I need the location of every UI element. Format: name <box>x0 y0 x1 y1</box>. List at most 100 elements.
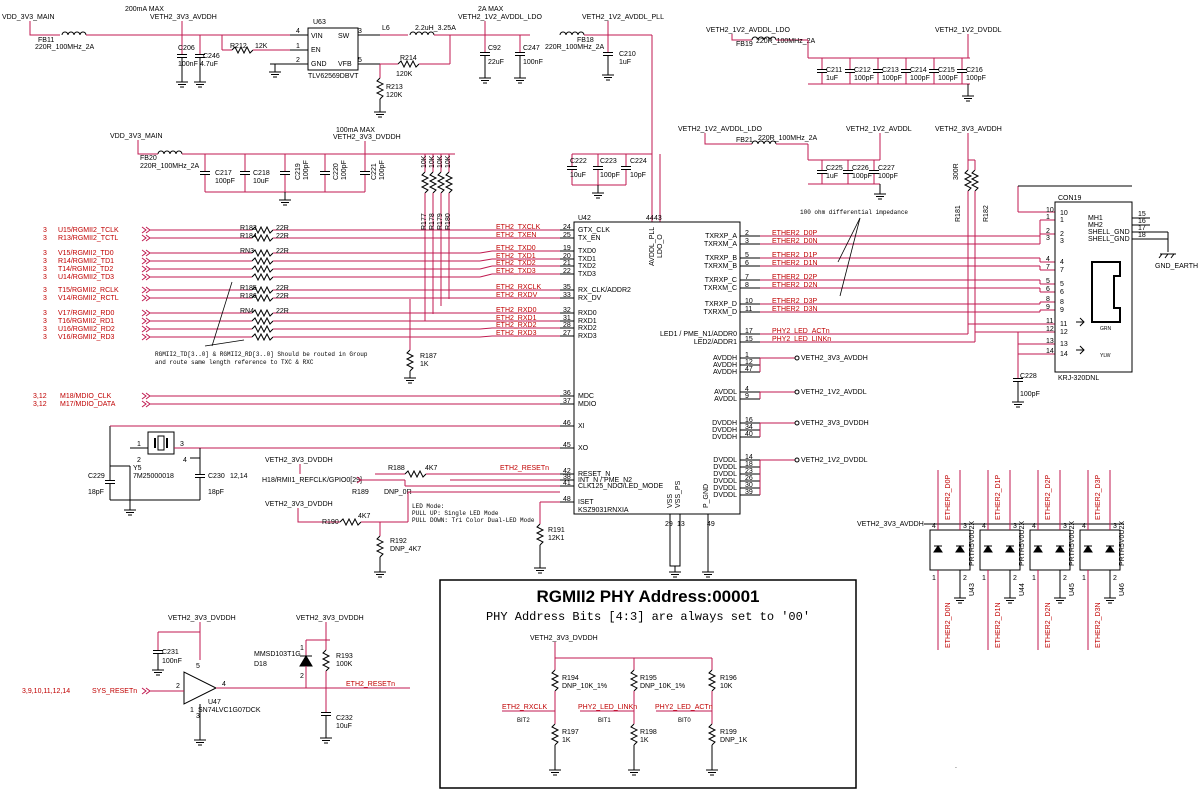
vdd-main-label-1: VDD_3V3_MAIN <box>2 14 55 21</box>
u42-left-pin-37: MDIO <box>578 401 597 408</box>
rgmii-net-8: ETH2_RXD0 <box>496 307 537 314</box>
con-p16: 16 <box>1138 218 1146 225</box>
u42-left-pin-46: XI <box>578 423 585 430</box>
u42-right-pinnum-8: 8 <box>745 282 749 289</box>
u42-pwr-pinnum-9: 9 <box>745 393 749 400</box>
rgmii-input-11: V16/RGMII2_RD3 <box>58 334 115 341</box>
rgmii-input-sheet: 3 <box>43 227 47 234</box>
c215-value: 100pF <box>938 75 958 82</box>
dvddh-net-strap-a: VETH2_3V3_DVDDH <box>265 457 333 464</box>
c213-ref: C213 <box>882 67 899 74</box>
con19-pinnum-5: 5 <box>1046 278 1050 285</box>
fb19-value: 220R_100MHz_2A <box>756 38 815 45</box>
fb21-value: 220R_100MHz_2A <box>758 135 817 142</box>
dvddh-net-strap-b: VETH2_3V3_DVDDH <box>265 501 333 508</box>
con19-pinnum-14: 14 <box>1046 348 1054 355</box>
u42-left-pinnum-42: 42 <box>563 468 571 475</box>
u42-left-pinnum-45: 45 <box>563 442 571 449</box>
u42-pin-avddl-pll: AVDDL_PLL <box>649 227 656 266</box>
u42-right-pin-8: TXRXM_C <box>704 285 737 292</box>
rgmii-input-9: T16/RGMII2_RD1 <box>58 318 114 325</box>
u42-right-pin-3: TXRXM_A <box>704 241 737 248</box>
u42-right-net-1: ETHER2_D0N <box>772 238 818 245</box>
u63-p1: 1 <box>296 43 300 50</box>
tvs-p2-1: 2 <box>1013 575 1017 582</box>
con-p15: 15 <box>1138 211 1146 218</box>
rgmii-input-8: V17/RGMII2_RD0 <box>58 310 115 317</box>
u42-left-pin-25: TX_EN <box>578 235 601 242</box>
c223-value: 100pF <box>600 172 620 179</box>
rgmii-input-1: R13/RGMII2_TCTL <box>58 235 118 242</box>
c224-value: 10pF <box>630 172 646 179</box>
r196-ref: R196 <box>720 675 737 682</box>
fb11-label: FB11 <box>38 37 54 44</box>
tvs-p1-1: 1 <box>982 575 986 582</box>
d18-part: MMSD103T1G <box>254 651 301 658</box>
r185-value: 22R <box>276 285 289 292</box>
tvs-part-3: PRTR5V0U2X <box>1119 521 1126 566</box>
rgmii-net-3: ETH2_TXD1 <box>496 253 536 260</box>
tvs-p4-0: 4 <box>932 523 936 530</box>
c92-value: 22uF <box>488 59 504 66</box>
led-green: GRN <box>1100 326 1112 332</box>
r214-ref: R214 <box>400 55 417 62</box>
u42-pwr-pin-30: DVDDL <box>713 485 737 492</box>
u47-part: SN74LVC1G07DCK <box>198 707 261 714</box>
r191-value: 12K1 <box>548 535 564 542</box>
c246-ref: C246 <box>203 53 220 60</box>
d18-p1: 1 <box>300 645 304 652</box>
u42-right-pin-15: LED2/ADDR1 <box>694 339 737 346</box>
mdio-sheet: 3,12 <box>33 401 47 408</box>
rgmii-input-7: V14/RGMII2_RCTL <box>58 295 119 302</box>
tvs-section: VETH2_3V3_AVDDH ETHER2_D0PETHER2_D0NPRTR… <box>857 470 1126 650</box>
c212-ref: C212 <box>854 67 871 74</box>
gnd-earth: GND_EARTH <box>1155 263 1198 270</box>
con19-pinnum-10: 10 <box>1046 207 1054 214</box>
u42-left-pin-21: TXD2 <box>578 263 596 270</box>
u42-left-pinnum-20: 20 <box>563 253 571 260</box>
r192-value: DNP_4K7 <box>390 546 421 553</box>
rgmii-input-sheet: 3 <box>43 334 47 341</box>
u42-pwr-pinnum-1: 1 <box>745 352 749 359</box>
tvs-part-2: PRTR5V0U2X <box>1069 521 1076 566</box>
reset-strap-section: VETH2_3V3_DVDDH H18/RMII1_REFCLK/GPIO0[2… <box>262 457 565 578</box>
r184-value: 22R <box>276 233 289 240</box>
l6-ref: L6 <box>382 25 390 32</box>
second-power-section: VDD_3V3_MAIN FB20 220R_100MHz_2A 100mA M… <box>110 126 1002 332</box>
r188-ref: R188 <box>388 465 405 472</box>
tvs-top-net-0: ETHER2_D0P <box>945 475 952 520</box>
c219-ref: C219 <box>295 163 302 180</box>
con19-pinlabel-13: 13 <box>1060 341 1068 348</box>
rgmii-input-sheet: 3 <box>43 250 47 257</box>
c226-value: 100pF <box>852 173 872 180</box>
u47-p1: 1 <box>190 707 194 714</box>
u47-p5: 5 <box>196 663 200 670</box>
rgmii-input-0: U15/RGMII2_TCLK <box>58 227 119 234</box>
bit1-net: PHY2_LED_LINKn <box>578 704 637 711</box>
tvs-part-0: PRTR5V0U2X <box>969 521 976 566</box>
u42-right-pinnum-5: 5 <box>745 252 749 259</box>
tvs-box-U44 <box>979 529 1021 571</box>
rgmii-input-3: R14/RGMII2_TD1 <box>58 258 114 265</box>
c222-ref: C222 <box>570 158 587 165</box>
r199-value: DNP_1K <box>720 737 748 744</box>
dvddh-net-row2: VETH2_3V3_DVDDH <box>333 134 401 141</box>
con19-pinnum-1: 1 <box>1046 214 1050 221</box>
tvs-top-net-1: ETHER2_D1P <box>995 475 1002 520</box>
c246-value: 4.7uF <box>200 61 218 68</box>
u42-right-pin-6: TXRXM_B <box>704 263 737 270</box>
con-p18: 18 <box>1138 232 1146 239</box>
rgmii-net-1: ETH2_TXEN <box>496 232 536 239</box>
bit2-label: BIT2 <box>517 718 530 724</box>
r195-ref: R195 <box>640 675 657 682</box>
u47-p4: 4 <box>222 681 226 688</box>
tvs-p2-2: 2 <box>1063 575 1067 582</box>
rgmii-input-sheet: 3 <box>43 274 47 281</box>
rgmii-net-9: ETH2_RXD1 <box>496 315 537 322</box>
fb21-ref: FB21 <box>736 137 753 144</box>
r191-ref: R191 <box>548 527 565 534</box>
